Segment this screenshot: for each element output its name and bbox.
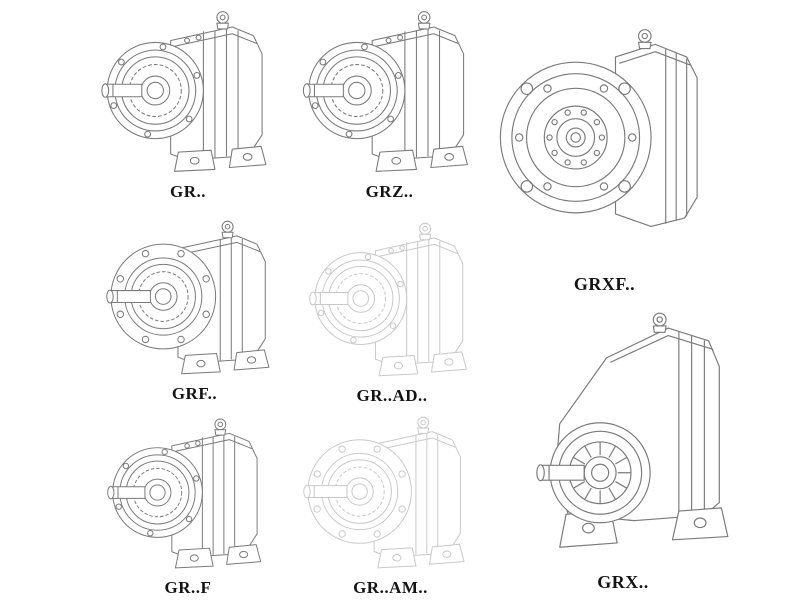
grx-gearbox-drawing [498, 300, 748, 570]
product-cell-grad: GR..AD.. [292, 214, 492, 408]
product-cell-grx: GRX.. [498, 300, 748, 594]
product-label-grf: GRF.. [171, 384, 218, 403]
product-label-grz: GRZ.. [365, 182, 414, 201]
product-label-gr-f: GR..F [164, 578, 212, 597]
grad-gearbox-drawing [292, 214, 492, 384]
product-cell-grxf: GRXF.. [492, 2, 717, 296]
grxf-gearbox-drawing [492, 2, 717, 272]
product-label-gr: GR.. [170, 182, 206, 201]
gr-f-gearbox-drawing [88, 410, 288, 576]
product-cell-gr-f: GR..F [88, 410, 288, 600]
gr-gearbox-drawing [88, 2, 288, 180]
gram-gearbox-drawing [288, 408, 493, 576]
product-cell-grf: GRF.. [92, 212, 297, 406]
product-label-grxf: GRXF.. [573, 274, 636, 294]
product-label-grad: GR..AD.. [356, 386, 428, 405]
product-cell-gr: GR.. [88, 2, 288, 204]
product-cell-grz: GRZ.. [292, 2, 487, 204]
grz-gearbox-drawing [292, 2, 487, 180]
product-label-grx: GRX.. [597, 572, 649, 592]
grf-gearbox-drawing [92, 212, 297, 382]
product-label-gram: GR..AM.. [353, 578, 428, 597]
product-cell-gram: GR..AM.. [288, 408, 493, 600]
